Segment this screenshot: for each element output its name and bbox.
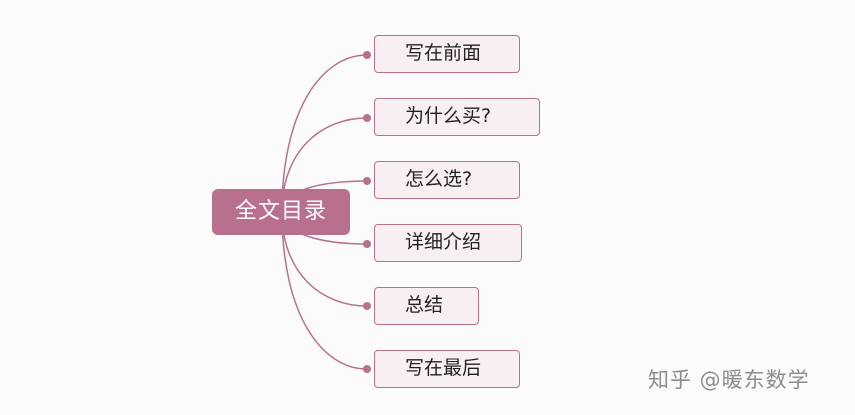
connector-dot — [363, 177, 371, 185]
branch-node-final-words[interactable]: 写在最后 — [374, 350, 520, 388]
branch-node-how-choose[interactable]: 怎么选? — [374, 161, 520, 199]
connector-dot — [363, 51, 371, 59]
root-node[interactable]: 全文目录 — [212, 189, 350, 235]
watermark: 知乎 @暖东数学 — [648, 368, 810, 392]
branch-node-details[interactable]: 详细介绍 — [374, 224, 522, 262]
connector-dot — [363, 302, 371, 310]
branch-node-intro[interactable]: 写在前面 — [374, 35, 520, 73]
connector-line — [281, 54, 368, 213]
branch-node-why-buy[interactable]: 为什么买? — [374, 98, 540, 136]
connector-dot — [363, 365, 371, 373]
connector-dot — [363, 114, 371, 122]
branch-node-summary[interactable]: 总结 — [374, 287, 479, 325]
connector-dot — [363, 240, 371, 248]
connector-line — [281, 211, 368, 370]
